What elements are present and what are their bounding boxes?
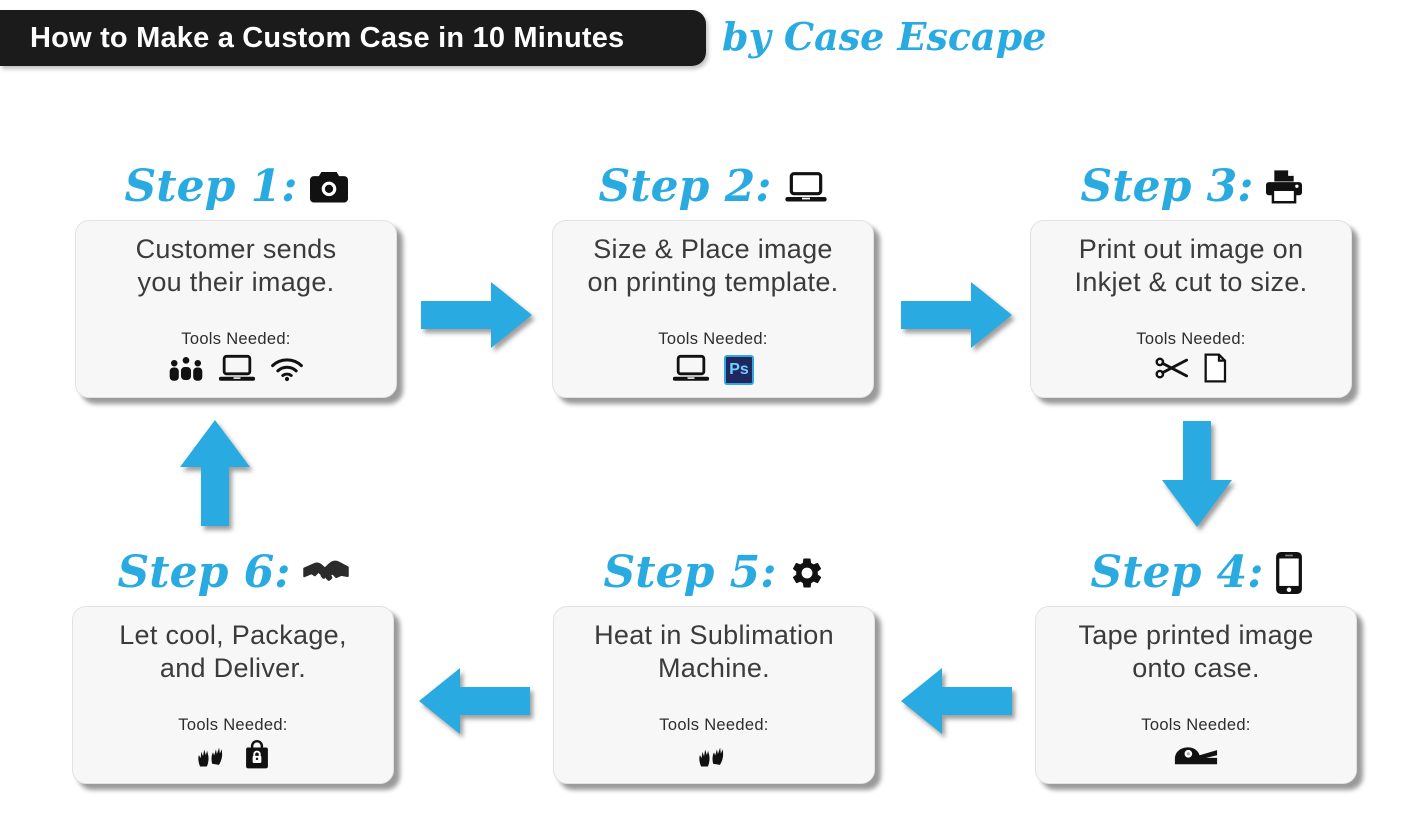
step-4-tools: Tools Needed:	[1141, 716, 1250, 773]
laptop-icon	[672, 354, 710, 387]
printer-icon	[1265, 170, 1302, 204]
users-icon	[168, 354, 204, 387]
arrow-step1-to-step2	[418, 280, 536, 350]
camera-icon	[309, 171, 348, 203]
page-title: How to Make a Custom Case in 10 Minutes	[30, 21, 625, 54]
handshake-icon	[302, 558, 349, 588]
step-2-tools: Tools Needed: Ps	[658, 330, 767, 387]
step-6-tools: Tools Needed:	[178, 716, 287, 773]
header-banner: How to Make a Custom Case in 10 Minutes	[0, 10, 706, 66]
arrow-step5-to-step6	[415, 666, 533, 736]
step-6-text: Let cool, Package,and Deliver.	[119, 620, 347, 684]
gloves-icon	[196, 740, 230, 773]
step-3-tools: Tools Needed:	[1136, 330, 1245, 387]
step-3-label: Step 3:	[1080, 161, 1254, 212]
step-6-title: Step 6:	[72, 544, 394, 602]
step-4-label: Step 4:	[1090, 547, 1264, 598]
tools-needed-label: Tools Needed:	[658, 330, 768, 348]
gear-icon	[789, 555, 825, 591]
step-6-card: Let cool, Package,and Deliver. Tools Nee…	[72, 606, 394, 784]
step-1-tools: Tools Needed:	[168, 330, 304, 387]
gloves-icon	[697, 740, 731, 773]
arrow-step3-to-step4	[1160, 418, 1234, 530]
tools-needed-label: Tools Needed:	[178, 716, 288, 734]
arrow-step4-to-step5	[897, 666, 1015, 736]
brand-byline: by Case Escape	[722, 14, 1047, 59]
step-5-title: Step 5:	[553, 544, 875, 602]
step-1-label: Step 1:	[124, 161, 298, 212]
scissors-icon	[1155, 355, 1189, 386]
step-5-label: Step 5:	[603, 547, 777, 598]
tape-dispenser-icon	[1173, 741, 1219, 772]
step-3-title: Step 3:	[1030, 158, 1352, 216]
paper-icon	[1203, 353, 1227, 388]
step-6-label: Step 6:	[117, 547, 291, 598]
step-4-title: Step 4:	[1035, 544, 1357, 602]
step-1-title: Step 1:	[75, 158, 397, 216]
tools-needed-label: Tools Needed:	[181, 330, 291, 348]
photoshop-icon: Ps	[723, 355, 754, 385]
laptop-icon	[218, 354, 256, 387]
step-5-tools: Tools Needed:	[659, 716, 768, 773]
arrow-step2-to-step3	[898, 280, 1016, 350]
tools-needed-label: Tools Needed:	[659, 716, 769, 734]
step-2-label: Step 2:	[598, 161, 772, 212]
wifi-icon	[270, 354, 304, 387]
arrow-step6-to-step1	[178, 417, 252, 529]
lock-bag-icon	[244, 739, 270, 774]
laptop-icon	[784, 171, 828, 203]
smartphone-icon	[1275, 552, 1302, 594]
tools-needed-label: Tools Needed:	[1141, 716, 1251, 734]
step-2-title: Step 2:	[552, 158, 874, 216]
tools-needed-label: Tools Needed:	[1136, 330, 1246, 348]
